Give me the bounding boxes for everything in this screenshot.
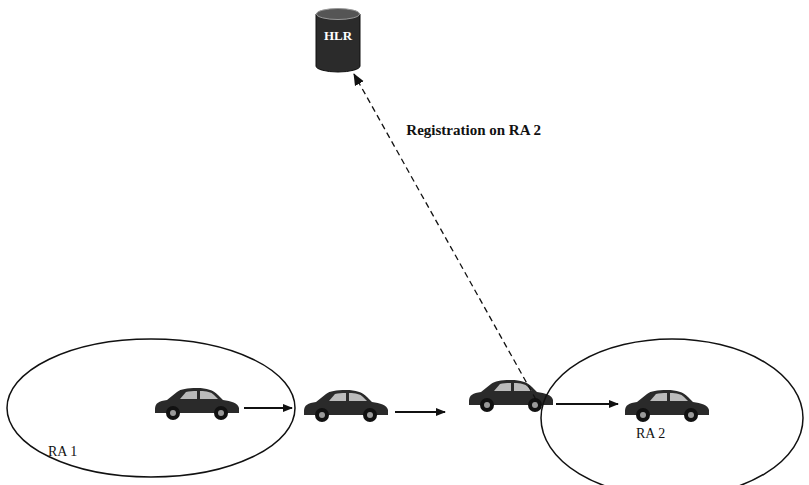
edge-label: Registration on RA 2 bbox=[404, 122, 543, 139]
car bbox=[155, 388, 239, 420]
motion-arrow bbox=[395, 411, 445, 413]
area-label: RA 2 bbox=[636, 426, 665, 442]
registration-area: RA 2 bbox=[540, 338, 804, 485]
area-outline bbox=[540, 338, 804, 485]
motion-arrow bbox=[244, 407, 292, 409]
node-label: HLR bbox=[324, 28, 352, 44]
area-label: RA 1 bbox=[48, 444, 77, 460]
car bbox=[304, 390, 388, 422]
registration-area: RA 1 bbox=[6, 338, 296, 478]
database-cylinder: HLR bbox=[316, 8, 360, 72]
car bbox=[625, 390, 709, 422]
motion-arrow bbox=[556, 403, 618, 405]
